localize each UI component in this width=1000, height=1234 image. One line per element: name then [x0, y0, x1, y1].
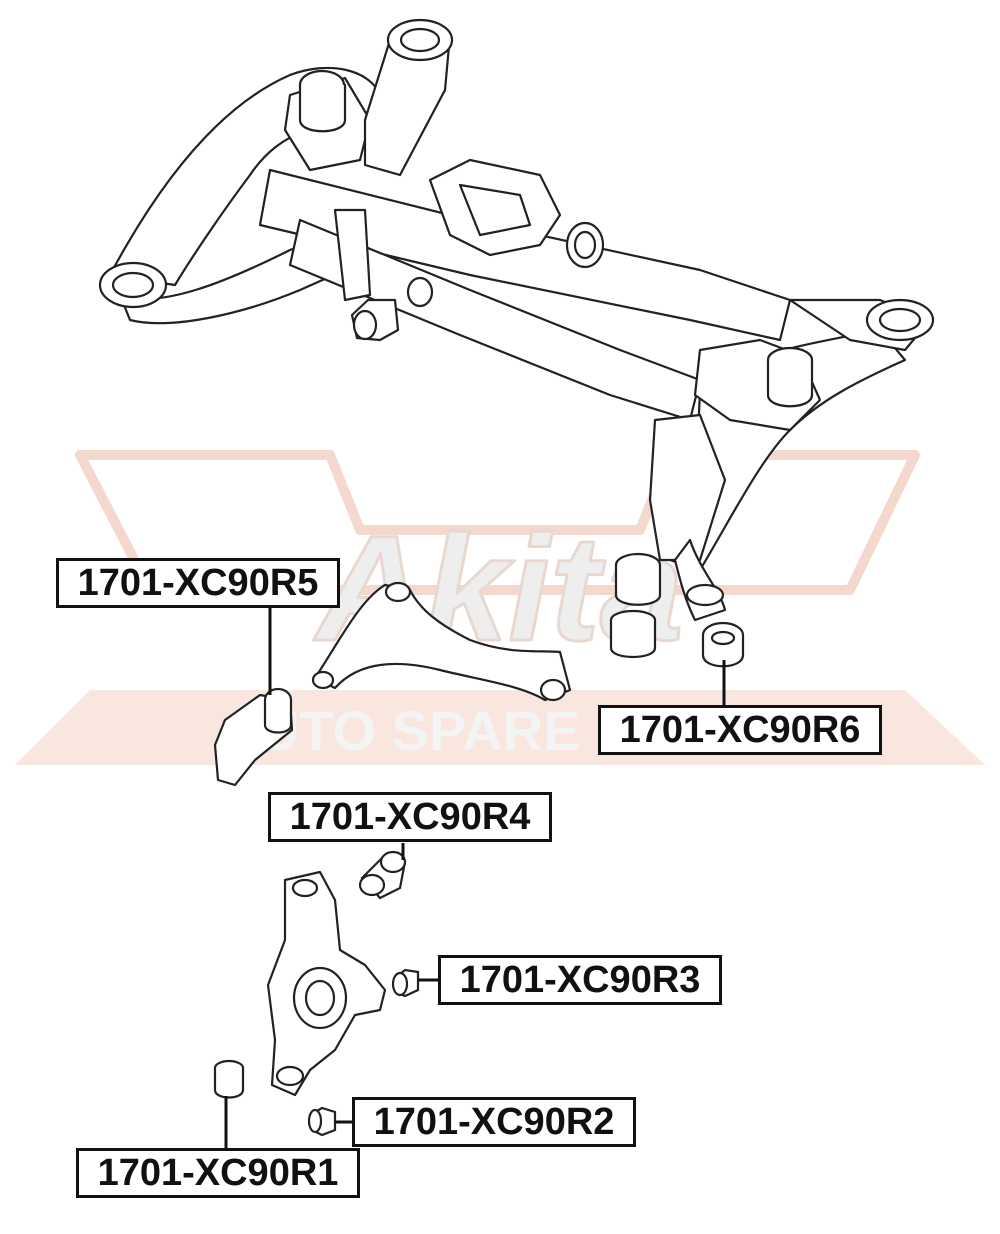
- control-arm-drawing: [311, 581, 572, 702]
- part-label-r2: 1701-XC90R2: [352, 1097, 636, 1147]
- part-label-r5: 1701-XC90R5: [56, 558, 340, 608]
- leader-lines: [224, 606, 726, 1148]
- part-label-r6: 1701-XC90R6: [598, 705, 882, 755]
- part-label-r1: 1701-XC90R1: [76, 1148, 360, 1198]
- bushing-r1-drawing: [213, 1059, 245, 1099]
- bushing-r5-drawing: [213, 687, 294, 787]
- bushing-r4-drawing: [358, 850, 407, 900]
- rear-subframe-drawing: [98, 18, 935, 622]
- knuckle-drawing: [266, 870, 387, 1097]
- part-label-r3: 1701-XC90R3: [438, 955, 722, 1005]
- bushing-r3-drawing: [391, 968, 420, 998]
- part-label-r4: 1701-XC90R4: [268, 792, 552, 842]
- bushing-r2-drawing: [307, 1106, 337, 1137]
- bushing-r6-drawing: [609, 609, 745, 668]
